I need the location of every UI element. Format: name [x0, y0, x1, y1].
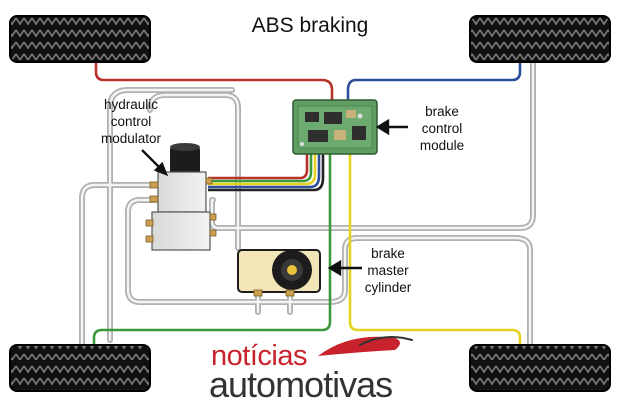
- wire-green: [92, 150, 332, 352]
- label-line: control: [421, 121, 463, 136]
- brake-master-cylinder: [237, 249, 321, 297]
- label-line: control: [110, 114, 152, 129]
- tire-rear-left: [9, 344, 151, 392]
- wire-red: [94, 60, 334, 100]
- label-line: master: [367, 263, 409, 278]
- label-hydraulic-control-modulator: hydraulic control modulator: [86, 96, 176, 147]
- wire-yellow: [348, 150, 522, 352]
- wire-blue: [346, 58, 522, 100]
- sensor-wires: [92, 58, 522, 352]
- label-line: brake: [371, 246, 405, 261]
- tire-front-right: [469, 15, 611, 63]
- label-line: module: [419, 138, 465, 153]
- label-line: modulator: [100, 131, 162, 146]
- brand-logo-swoosh: [318, 335, 413, 356]
- brand-watermark: notícias automotivas: [205, 334, 465, 406]
- label-line: cylinder: [364, 280, 412, 295]
- tire-rear-right: [469, 344, 611, 392]
- hydraulic-control-modulator: [145, 143, 217, 251]
- leader-arrows: [141, 118, 408, 277]
- label-brake-master-cylinder: brake master cylinder: [354, 245, 422, 296]
- brand-line-2: automotivas: [209, 364, 393, 405]
- label-line: brake: [425, 104, 459, 119]
- tire-front-left: [9, 15, 151, 63]
- label-line: hydraulic: [103, 97, 159, 112]
- brand-line-1: notícias: [211, 340, 307, 372]
- label-brake-control-module: brake control module: [408, 103, 476, 154]
- brake-control-module: [292, 99, 378, 155]
- diagram-title: ABS braking: [251, 14, 369, 37]
